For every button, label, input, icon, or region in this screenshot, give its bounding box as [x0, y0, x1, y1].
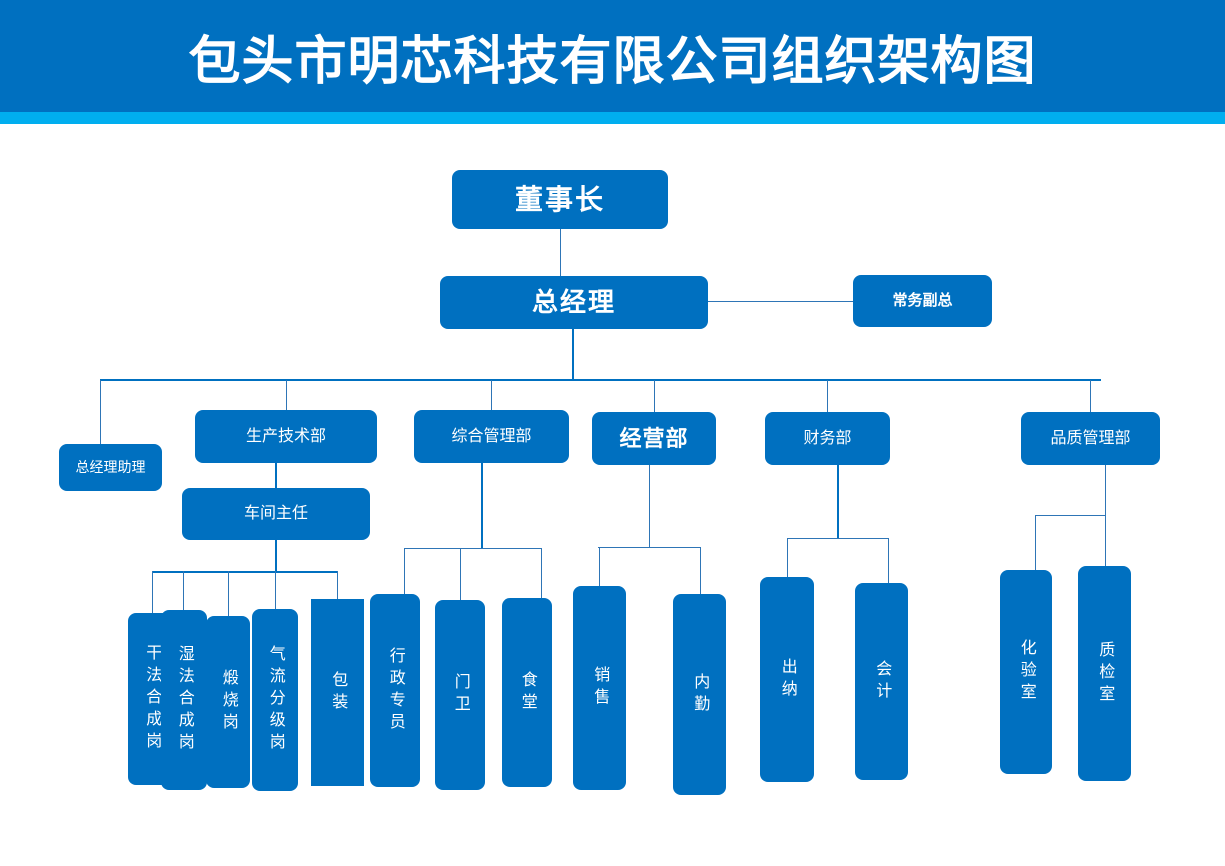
- connector-production-workshop: [275, 463, 277, 489]
- node-post-sales-label: 销售: [591, 666, 609, 710]
- node-post-sales[interactable]: 销售: [573, 586, 626, 790]
- node-post-calcination[interactable]: 煅烧岗: [206, 616, 250, 788]
- connector-workshop-to-packing: [337, 571, 338, 599]
- node-post-laboratory-label: 化验室: [1017, 639, 1035, 705]
- node-deputy-general-manager[interactable]: 常务副总: [853, 275, 992, 327]
- node-post-wet-synthesis[interactable]: 湿法合成岗: [161, 610, 207, 790]
- header-banner: [0, 0, 1225, 112]
- node-dept-quality[interactable]: 品质管理部: [1021, 412, 1160, 465]
- connector-business-to-sales: [599, 547, 600, 586]
- node-post-inspection-room-label: 质检室: [1096, 640, 1114, 707]
- connector-workshop-to-calcine: [228, 571, 229, 616]
- node-dept-business[interactable]: 经营部: [592, 412, 716, 465]
- node-dept-production[interactable]: 生产技术部: [195, 410, 377, 463]
- header-accent-stripe: [0, 112, 1225, 124]
- connector-admin-bus: [404, 548, 542, 549]
- node-post-inside-service[interactable]: 内勤: [673, 594, 726, 795]
- connector-admin-to-guard: [460, 548, 461, 600]
- connector-quality-bus-drop: [1105, 465, 1106, 516]
- connector-workshop-bus-drop: [275, 540, 277, 572]
- connector-chairman-gm: [560, 228, 561, 276]
- node-chairman[interactable]: 董事长: [452, 170, 668, 229]
- node-post-admin-officer[interactable]: 行政专员: [370, 594, 420, 787]
- node-post-packing[interactable]: 包装: [311, 599, 364, 786]
- node-post-airflow-classification-label: 气流分级岗: [266, 645, 284, 755]
- connector-admin-to-officer: [404, 548, 405, 594]
- node-post-airflow-classification[interactable]: 气流分级岗: [252, 609, 298, 791]
- connector-finance-to-accountant: [888, 538, 889, 583]
- connector-quality-to-lab: [1035, 515, 1036, 574]
- connector-business-to-inside: [700, 547, 701, 594]
- node-post-inspection-room[interactable]: 质检室: [1078, 566, 1131, 781]
- node-post-inside-service-label: 内勤: [691, 672, 709, 717]
- connector-gm-bus-drop: [572, 329, 574, 380]
- node-post-dry-synthesis-label: 干法合成岗: [143, 644, 161, 754]
- connector-admin-bus-drop: [481, 463, 483, 549]
- node-post-accountant[interactable]: 会计: [855, 583, 908, 780]
- page-title: 包头市明芯科技有限公司组织架构图: [188, 32, 1037, 91]
- connector-finance-bus: [787, 538, 889, 539]
- node-post-canteen[interactable]: 食堂: [502, 598, 552, 787]
- connector-bus-to-finance: [827, 380, 828, 412]
- node-post-canteen-label: 食堂: [518, 670, 536, 715]
- node-post-guard-label: 门卫: [451, 673, 469, 717]
- node-post-cashier[interactable]: 出纳: [760, 577, 814, 782]
- connector-bus-to-admin: [491, 380, 492, 410]
- node-post-packing-label: 包装: [329, 670, 347, 715]
- node-post-wet-synthesis-label: 湿法合成岗: [175, 645, 193, 755]
- connector-bus-to-assistant: [100, 380, 101, 444]
- connector-workshop-to-dry: [152, 571, 153, 614]
- connector-department-bus: [100, 379, 1101, 381]
- connector-workshop-bus: [152, 571, 338, 573]
- node-workshop-director[interactable]: 车间主任: [182, 488, 370, 540]
- connector-gm-deputy: [708, 301, 854, 302]
- connector-bus-to-quality: [1090, 380, 1091, 412]
- connector-bus-to-production: [286, 380, 287, 410]
- node-post-laboratory[interactable]: 化验室: [1000, 570, 1052, 774]
- connector-workshop-to-airflow: [275, 571, 276, 609]
- connector-workshop-to-wet: [183, 571, 184, 610]
- connector-quality-bus: [1035, 515, 1106, 516]
- connector-business-bus: [598, 547, 701, 548]
- node-post-guard[interactable]: 门卫: [435, 600, 485, 790]
- node-post-cashier-label: 出纳: [778, 657, 796, 702]
- node-gm-assistant[interactable]: 总经理助理: [59, 444, 162, 491]
- connector-admin-to-canteen: [541, 548, 542, 598]
- connector-finance-to-cashier: [787, 538, 788, 577]
- connector-bus-to-business: [654, 380, 655, 412]
- node-general-manager[interactable]: 总经理: [440, 276, 708, 329]
- node-post-accountant-label: 会计: [873, 659, 891, 704]
- connector-finance-bus-drop: [837, 465, 839, 539]
- node-dept-finance[interactable]: 财务部: [765, 412, 890, 465]
- node-post-admin-officer-label: 行政专员: [386, 646, 404, 735]
- node-dept-admin[interactable]: 综合管理部: [414, 410, 569, 463]
- connector-quality-to-inspection: [1105, 515, 1106, 570]
- connector-business-bus-drop: [649, 465, 650, 548]
- node-post-calcination-label: 煅烧岗: [219, 669, 237, 735]
